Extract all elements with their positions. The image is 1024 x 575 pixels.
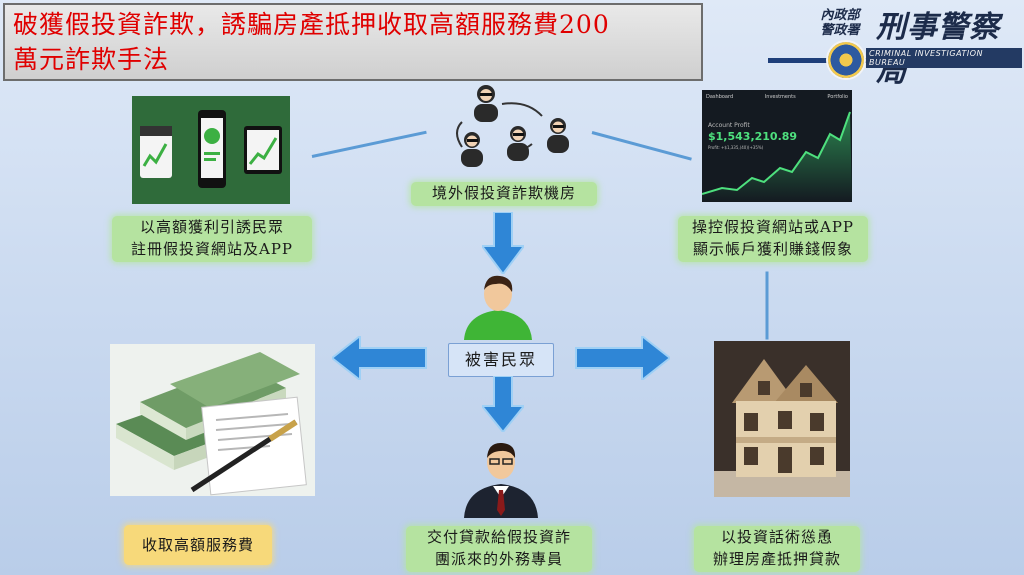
agent-in-suit-icon: [460, 432, 542, 518]
title-line-1: 破獲假投資詐欺，誘騙房產抵押收取高額服務費200: [13, 10, 610, 39]
label-mortgage-persuasion-line2: 辦理房產抵押貸款: [712, 550, 841, 568]
label-fake-profit-line1: 操控假投資網站或APP: [691, 218, 855, 236]
label-victim: 被害民眾: [448, 343, 554, 377]
arrow-down-icon: [482, 212, 524, 274]
money-stack-contract-icon: [110, 344, 315, 496]
dashboard-tab-investments: Investments: [764, 94, 796, 100]
label-lure-victims: 以高額獲利引誘民眾 註冊假投資網站及APP: [112, 216, 312, 262]
arrow-down-icon-2: [482, 376, 524, 432]
label-fake-profit: 操控假投資網站或APP 顯示帳戶獲利賺錢假象: [678, 216, 868, 262]
title-line-2: 萬元詐欺手法: [13, 45, 170, 74]
label-fake-profit-line2: 顯示帳戶獲利賺錢假象: [692, 240, 853, 258]
dashboard-tab-dashboard: Dashboard: [706, 94, 734, 100]
label-mortgage-persuasion-line1: 以投資話術慫恿: [720, 528, 833, 546]
criminal-network-icon: [432, 82, 584, 174]
house-model-icon: [714, 341, 850, 497]
dashboard-tab-portfolio: Portfolio: [827, 94, 848, 100]
dashboard-change: Profit: +$1,335,(40)(+35%): [708, 145, 764, 150]
dashboard-caption: Account Profit: [708, 122, 750, 129]
connector-left-top: [311, 130, 427, 158]
label-hand-over-loan: 交付貸款給假投資詐 團派來的外務專員: [406, 526, 592, 572]
arrow-right-icon: [574, 336, 670, 380]
mobile-app-growth-icon: [132, 96, 290, 204]
logo-english-name: CRIMINAL INVESTIGATION BUREAU: [866, 48, 1022, 68]
label-collect-fee: 收取高額服務費: [124, 525, 272, 565]
dashboard-amount: $1,543,210.89: [708, 130, 798, 143]
logo-bureau-name: 刑事警察局: [876, 10, 1000, 89]
arrow-left-icon: [332, 336, 428, 380]
label-lure-victims-line1: 以高額獲利引誘民眾: [139, 218, 284, 236]
label-hand-over-loan-line1: 交付貸款給假投資詐: [426, 528, 571, 546]
label-offshore-fraud-center: 境外假投資詐欺機房: [411, 182, 597, 206]
victim-person-icon: [450, 272, 546, 340]
page-title: 破獲假投資詐欺，誘騙房產抵押收取高額服務費200 萬元詐欺手法: [3, 3, 703, 81]
label-lure-victims-line2: 註冊假投資網站及APP: [130, 240, 294, 258]
investment-dashboard-screen: Dashboard Investments Portfolio Account …: [702, 90, 852, 202]
connector-right-vertical: [765, 271, 769, 340]
logo-org-line-2: 警政署: [820, 23, 860, 38]
cib-logo: 內政部 警政署 刑事警察局 CRIMINAL INVESTIGATION BUR…: [768, 2, 1022, 89]
label-hand-over-loan-line2: 團派來的外務專員: [434, 550, 563, 568]
connector-right-top: [591, 131, 692, 161]
logo-org-line-1: 內政部: [820, 8, 860, 23]
label-mortgage-persuasion: 以投資話術慫恿 辦理房產抵押貸款: [694, 526, 860, 572]
police-emblem-icon: [826, 40, 866, 80]
logo-org: 內政部 警政署: [808, 8, 872, 38]
